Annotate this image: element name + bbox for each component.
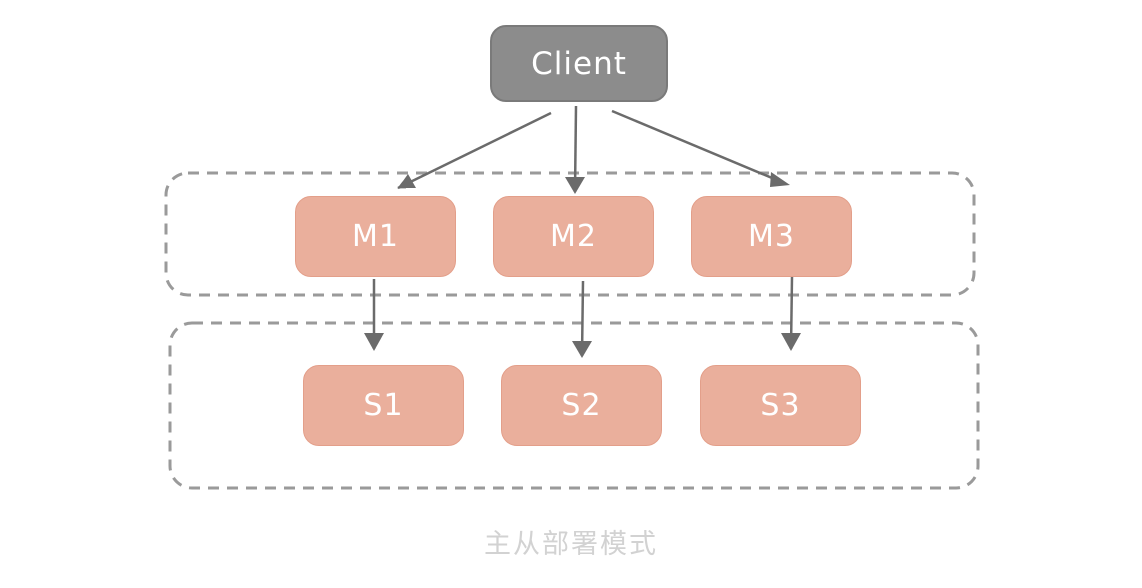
master-group-boundary [164,171,976,297]
master-node-m1: M1 [295,196,456,277]
arrowhead-client-to-m1 [398,174,416,188]
slave-group-boundary [168,321,980,490]
arrowhead-m2-to-s2 [572,341,592,358]
arrowhead-client-to-m2 [565,177,585,194]
slave-node-s2: S2 [501,365,662,446]
arrowhead-m1-to-s1 [364,333,384,351]
arrowhead-client-to-m3 [770,172,790,187]
client-node: Client [490,25,668,102]
arrow-client-to-m3 [611,109,785,185]
diagram-caption: 主从部署模式 [484,529,658,560]
master-node-m3: M3 [691,196,852,277]
slave-node-s3: S3 [700,365,861,446]
arrow-client-to-m1 [397,111,552,190]
arrowhead-m3-to-s3 [781,333,801,351]
master-node-m2: M2 [493,196,654,277]
slave-node-s1: S1 [303,365,464,446]
